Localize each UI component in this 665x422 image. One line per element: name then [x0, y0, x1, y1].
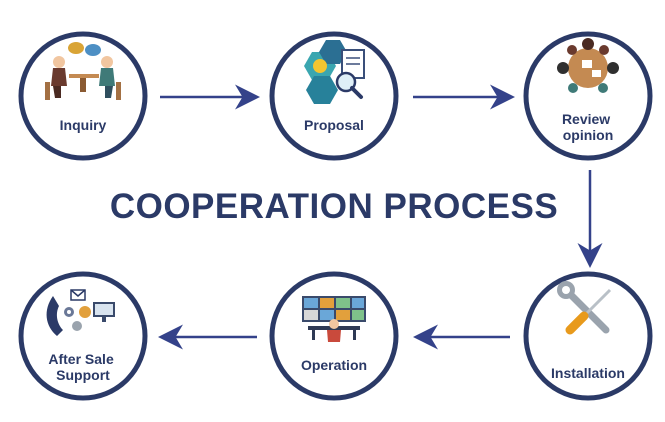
step-label: Review opinion	[562, 111, 614, 143]
step-label-line: Review	[562, 111, 610, 127]
step-ring	[523, 31, 653, 161]
step-label-line: After Sale	[48, 351, 114, 367]
connector-arrows	[158, 84, 603, 350]
step-label-line: Installation	[551, 365, 625, 381]
step-label: Proposal	[304, 117, 364, 133]
step-ring	[523, 271, 653, 401]
review-table-icon	[557, 38, 619, 93]
step-label-line: opinion	[563, 127, 614, 143]
meeting-icon	[45, 42, 121, 100]
step-label-line: Support	[56, 367, 110, 383]
step-aftersale: After Sale Support	[18, 271, 148, 401]
step-proposal: Proposal	[269, 31, 399, 161]
step-operation: Operation	[269, 271, 399, 401]
proposal-icon	[304, 40, 365, 104]
step-inquiry: Inquiry	[18, 31, 148, 161]
step-ring	[18, 31, 148, 161]
step-label: After Sale Support	[48, 351, 117, 383]
diagram-title: COOPERATION PROCESS	[110, 187, 558, 226]
step-label-line: Proposal	[304, 117, 364, 133]
step-label: Operation	[301, 357, 367, 373]
step-review: Review opinion	[523, 31, 653, 161]
step-label-line: Operation	[301, 357, 367, 373]
support-icon	[46, 289, 115, 336]
step-label: Installation	[551, 365, 625, 381]
tools-icon	[557, 281, 612, 335]
control-room-icon	[302, 296, 366, 342]
step-label-line: Inquiry	[60, 117, 107, 133]
step-label: Inquiry	[60, 117, 107, 133]
step-installation: Installation	[523, 271, 653, 401]
